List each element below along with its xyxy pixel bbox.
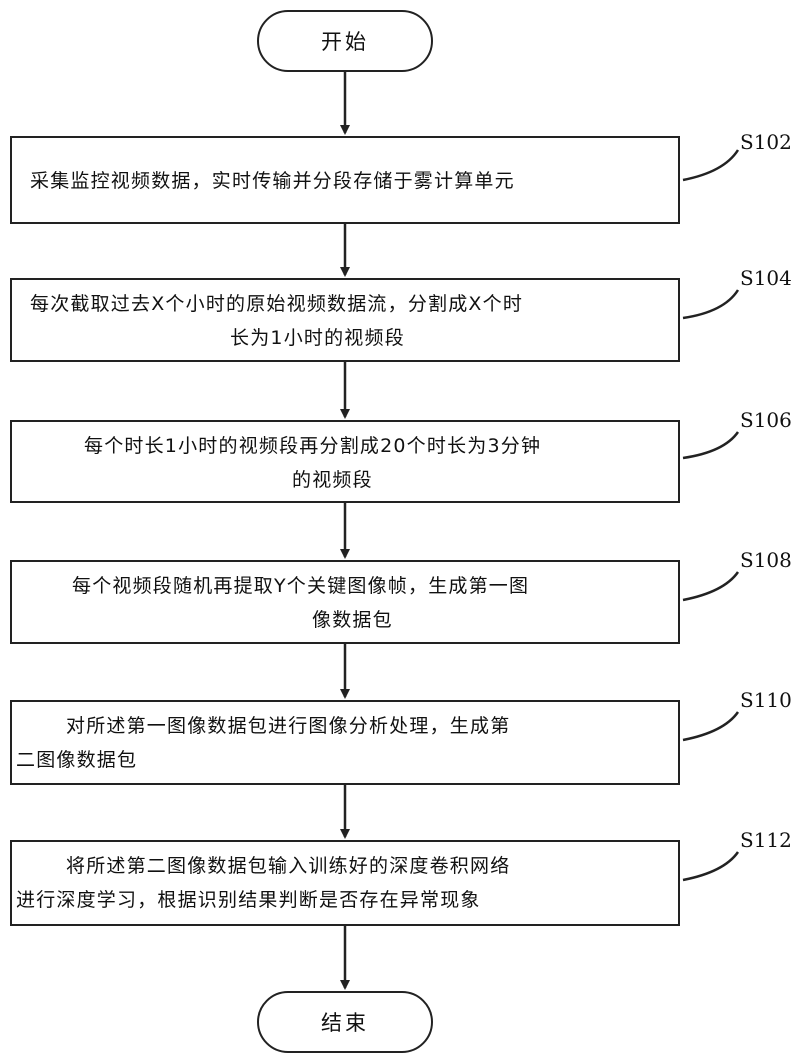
leader-s108 — [682, 571, 740, 602]
start-terminal: 开始 — [257, 10, 433, 72]
leader-s106 — [682, 431, 740, 460]
step-label-s106: S106 — [740, 408, 792, 432]
step-text-line: 将所述第二图像数据包输入训练好的深度卷积网络 — [66, 855, 511, 877]
leader-s112 — [682, 851, 740, 882]
step-box-s106: 每个时长1小时的视频段再分割成20个时长为3分钟 的视频段 — [10, 420, 680, 503]
start-label: 开始 — [321, 30, 369, 54]
step-label-s110: S110 — [740, 688, 792, 712]
step-text-line: 像数据包 — [312, 609, 393, 631]
end-terminal: 结束 — [257, 991, 433, 1053]
step-box-s102: 采集监控视频数据，实时传输并分段存储于雾计算单元 — [10, 136, 680, 224]
step-text-line: 长为1小时的视频段 — [230, 327, 405, 349]
leader-s110 — [682, 711, 740, 742]
step-text-line: 每次截取过去X个小时的原始视频数据流，分割成X个时 — [30, 293, 524, 315]
step-label-s102: S102 — [740, 130, 792, 154]
step-box-s110: 对所述第一图像数据包进行图像分析处理，生成第 二图像数据包 — [10, 700, 680, 785]
step-text-line: 二图像数据包 — [16, 749, 138, 771]
step-text-line: 采集监控视频数据，实时传输并分段存储于雾计算单元 — [30, 170, 515, 192]
step-box-s108: 每个视频段随机再提取Y个关键图像帧，生成第一图 像数据包 — [10, 560, 680, 644]
step-text-line: 对所述第一图像数据包进行图像分析处理，生成第 — [66, 715, 511, 737]
step-text-line: 的视频段 — [292, 469, 373, 491]
step-text-line: 进行深度学习，根据识别结果判断是否存在异常现象 — [16, 889, 481, 911]
step-label-s108: S108 — [740, 548, 792, 572]
step-text-line: 每个视频段随机再提取Y个关键图像帧，生成第一图 — [72, 575, 530, 597]
step-box-s112: 将所述第二图像数据包输入训练好的深度卷积网络 进行深度学习，根据识别结果判断是否… — [10, 840, 680, 926]
step-box-s104: 每次截取过去X个小时的原始视频数据流，分割成X个时 长为1小时的视频段 — [10, 278, 680, 362]
leader-s102 — [682, 149, 740, 182]
step-text-line: 每个时长1小时的视频段再分割成20个时长为3分钟 — [84, 435, 542, 457]
leader-s104 — [682, 289, 740, 320]
step-label-s112: S112 — [740, 828, 792, 852]
end-label: 结束 — [321, 1011, 369, 1035]
step-label-s104: S104 — [740, 266, 792, 290]
